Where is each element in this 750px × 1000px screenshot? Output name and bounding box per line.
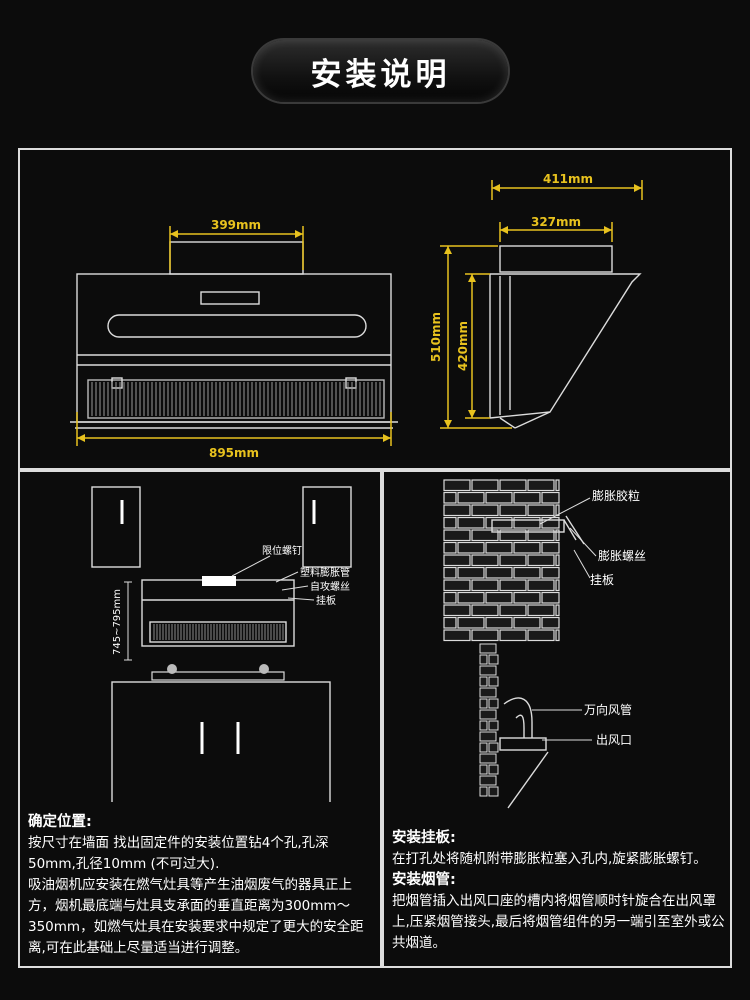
dim-height-total (440, 245, 512, 429)
front-light-bar (107, 314, 367, 338)
hanging-plate-label: 挂板 (316, 594, 336, 607)
hanging-plate-heading: 安装挂板: (392, 830, 456, 846)
dim-height-inner-label: 420mm (456, 321, 470, 371)
dimension-panel: 399mm 895mm 411mm (18, 148, 732, 470)
dim-side-depth (491, 180, 643, 200)
dim-side-top-depth (499, 222, 613, 242)
duct-heading: 安装烟管: (392, 872, 456, 888)
expansion-plug-slot (491, 519, 565, 533)
plastic-anchor-label: 塑料膨胀管 (300, 566, 350, 579)
hanging-plate-paragraph: 在打孔处将随机附带膨胀粒塞入孔内,旋紧膨胀螺钉。 (392, 851, 707, 867)
front-top-box (169, 241, 304, 275)
title-banner: 安装说明 (253, 40, 508, 102)
position-diagram: 745~795mm 限位螺钉 塑料膨胀管 自攻螺丝 挂板 (91, 486, 352, 811)
limit-screw-mark (202, 576, 236, 586)
filter-slats (153, 624, 284, 640)
dim-total-width (76, 412, 392, 446)
side-view (489, 245, 642, 429)
front-view (70, 241, 398, 429)
front-filter-slats (91, 382, 381, 416)
right-wall-cabinet (302, 486, 352, 568)
left-wall-cabinet (91, 486, 141, 568)
distance-label: 745~795mm (112, 589, 123, 655)
wall-hanging-plate-label: 挂板 (590, 573, 614, 587)
duct-paragraph: 把烟管插入出风口座的槽内将烟管顺时针旋合在出风罩上,压紧烟管接头,最后将烟管组件… (392, 893, 725, 951)
dim-total-width-label: 895mm (209, 446, 259, 460)
position-paragraph-1: 按尺寸在墙面 找出固定件的安装位置钻4个孔,孔深50mm,孔径10mm (不可过… (28, 835, 329, 872)
outlet-label: 出风口 (596, 733, 632, 747)
position-text: 确定位置: 按尺寸在墙面 找出固定件的安装位置钻4个孔,孔深50mm,孔径10m… (28, 812, 374, 959)
dim-side-top-depth-label: 327mm (531, 215, 581, 229)
dimension-diagram: 399mm 895mm 411mm (70, 172, 643, 460)
position-heading: 确定位置: (28, 814, 92, 830)
limit-screw-label: 限位螺钉 (262, 544, 302, 557)
wall-panel: 膨胀胶粒 膨胀螺丝 挂板 万向风管 出风口 安装挂板: 在打孔处将随机附带膨胀粒… (382, 470, 732, 968)
dim-side-depth-label: 411mm (543, 172, 593, 186)
base-cabinet (111, 681, 331, 811)
dim-height-inner (465, 273, 490, 419)
front-filter (87, 379, 385, 419)
brick-wall (443, 479, 560, 642)
page-title: 安装说明 (310, 56, 451, 93)
expansion-screw-label: 膨胀螺丝 (598, 549, 646, 563)
position-panel: 745~795mm 限位螺钉 塑料膨胀管 自攻螺丝 挂板 确定位置: 按尺寸在墙… (18, 470, 382, 968)
universal-duct-label: 万向风管 (584, 702, 632, 717)
side-top-box (499, 245, 613, 273)
wall-text: 安装挂板: 在打孔处将随机附带膨胀粒塞入孔内,旋紧膨胀螺钉。 安装烟管: 把烟管… (392, 828, 728, 954)
wall-diagram: 膨胀胶粒 膨胀螺丝 挂板 万向风管 出风口 (443, 479, 646, 809)
hood-filter (149, 621, 287, 643)
expansion-plug-label: 膨胀胶粒 (592, 488, 640, 503)
dim-top-width (169, 226, 304, 270)
self-tap-screw-label: 自攻螺丝 (310, 580, 350, 593)
universal-duct (503, 697, 533, 738)
dim-top-width-label: 399mm (211, 218, 261, 232)
stove (151, 664, 285, 681)
position-paragraph-2: 吸油烟机应安装在燃气灶具等产生油烟废气的器具正上方，烟机最底端与灶具支承面的垂直… (28, 877, 364, 956)
front-display (200, 291, 260, 305)
brick-column (479, 643, 499, 797)
dim-height-total-label: 510mm (429, 312, 443, 362)
outlet-box (499, 737, 547, 751)
